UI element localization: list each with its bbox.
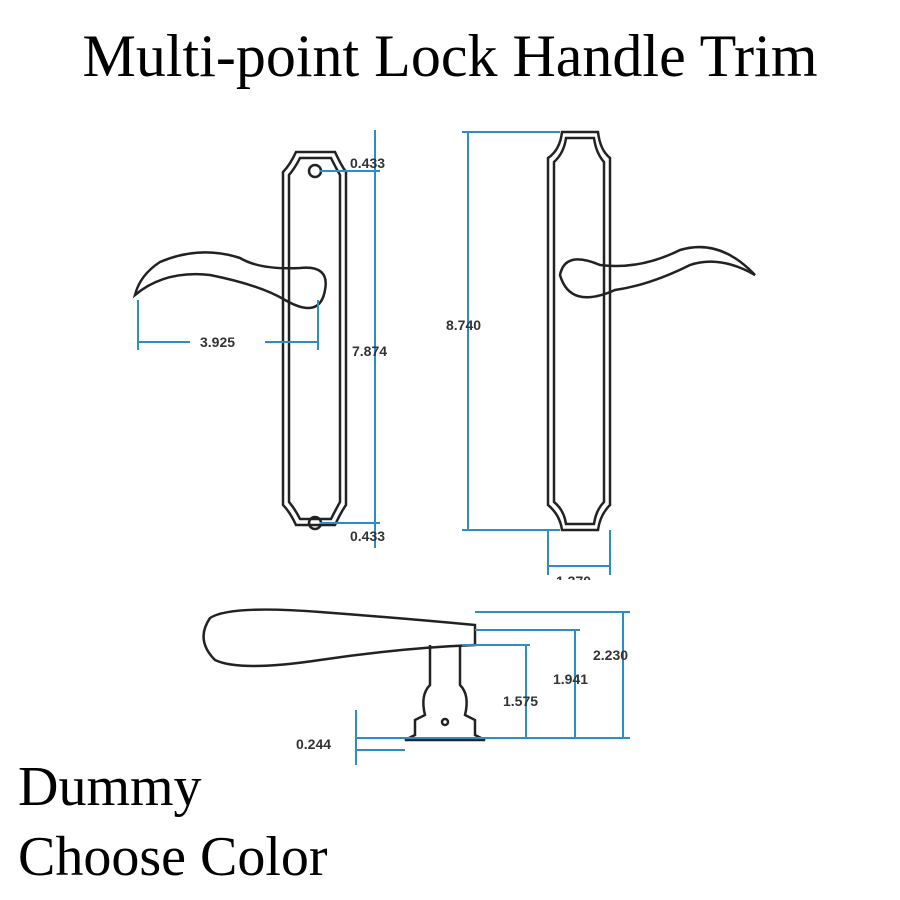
dim-lever-height: 1.941 <box>553 671 588 687</box>
dim-hole-top: 0.433 <box>350 155 385 171</box>
type-label: Dummy <box>18 756 202 818</box>
dim-plate-width: 1.370 <box>556 573 591 589</box>
back-view: 8.740 1.370 <box>446 130 756 589</box>
side-view: 2.230 1.941 1.575 0.244 <box>202 608 630 765</box>
choose-color-link[interactable]: Choose Color <box>18 826 328 888</box>
dim-plate-height: 8.740 <box>446 317 481 333</box>
dim-lever-reach: 3.925 <box>200 334 235 350</box>
dim-hole-spacing: 7.874 <box>352 343 387 359</box>
dim-base-height: 0.244 <box>296 736 331 752</box>
page-title: Multi-point Lock Handle Trim <box>82 23 818 89</box>
front-view: 0.433 0.433 3.925 7.874 <box>132 130 387 548</box>
dim-hole-bottom: 0.433 <box>350 528 385 544</box>
dim-projection: 2.230 <box>593 647 628 663</box>
dim-rose-height: 1.575 <box>503 693 538 709</box>
